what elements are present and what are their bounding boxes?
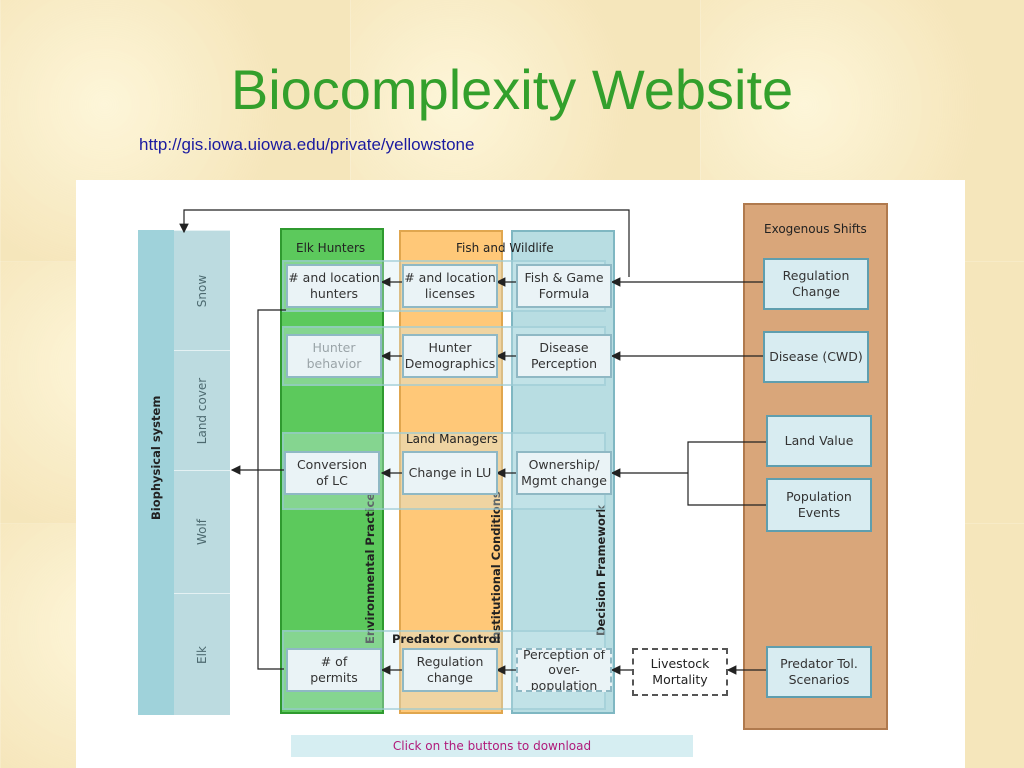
regulation-change-pc-box[interactable]: Regulation change	[402, 648, 498, 692]
fish-wildlife-label: Fish and Wildlife	[456, 241, 554, 255]
connector-lines	[179, 209, 766, 675]
livestock-mortality-box[interactable]: Livestock Mortality	[632, 648, 728, 696]
predator-tol-scenarios-box[interactable]: Predator Tol. Scenarios	[766, 646, 872, 698]
conversion-lc-box[interactable]: Conversion of LC	[284, 451, 380, 495]
bio-cell-snow[interactable]: Snow	[174, 230, 230, 350]
predator-control-label: Predator Control	[392, 632, 501, 646]
hunters-location-box[interactable]: # and location hunters	[286, 264, 382, 308]
bio-cell-land-cover[interactable]: Land cover	[174, 350, 230, 470]
bio-cell-elk[interactable]: Elk	[174, 593, 230, 715]
hunter-demographics-box[interactable]: Hunter Demographics	[402, 334, 498, 378]
perception-overpopulation-box[interactable]: Perception of over-population	[516, 648, 612, 692]
diagram-panel: Biophysical system Snow Land cover Wolf …	[76, 180, 965, 768]
fish-game-formula-box[interactable]: Fish & Game Formula	[516, 264, 612, 308]
ownership-mgmt-box[interactable]: Ownership/ Mgmt change	[516, 451, 612, 495]
slide-title: Biocomplexity Website	[230, 58, 794, 121]
population-events-box[interactable]: Population Events	[766, 478, 872, 532]
land-value-box[interactable]: Land Value	[766, 415, 872, 467]
elk-hunters-label: Elk Hunters	[296, 241, 366, 255]
hunter-behavior-box[interactable]: Hunter behavior	[286, 334, 382, 378]
licenses-location-box[interactable]: # and location licenses	[402, 264, 498, 308]
website-url[interactable]: http://gis.iowa.uiowa.edu/private/yellow…	[139, 135, 475, 154]
download-instruction: Click on the buttons to download	[291, 735, 693, 757]
regulation-change-box[interactable]: Regulation Change	[763, 258, 869, 310]
land-managers-label: Land Managers	[406, 432, 498, 446]
disease-perception-box[interactable]: Disease Perception	[516, 334, 612, 378]
bio-cell-wolf[interactable]: Wolf	[174, 470, 230, 593]
change-in-lu-box[interactable]: Change in LU	[402, 451, 498, 495]
disease-cwd-box[interactable]: Disease (CWD)	[763, 331, 869, 383]
permits-box[interactable]: # of permits	[286, 648, 382, 692]
exogenous-label: Exogenous Shifts	[764, 222, 867, 236]
